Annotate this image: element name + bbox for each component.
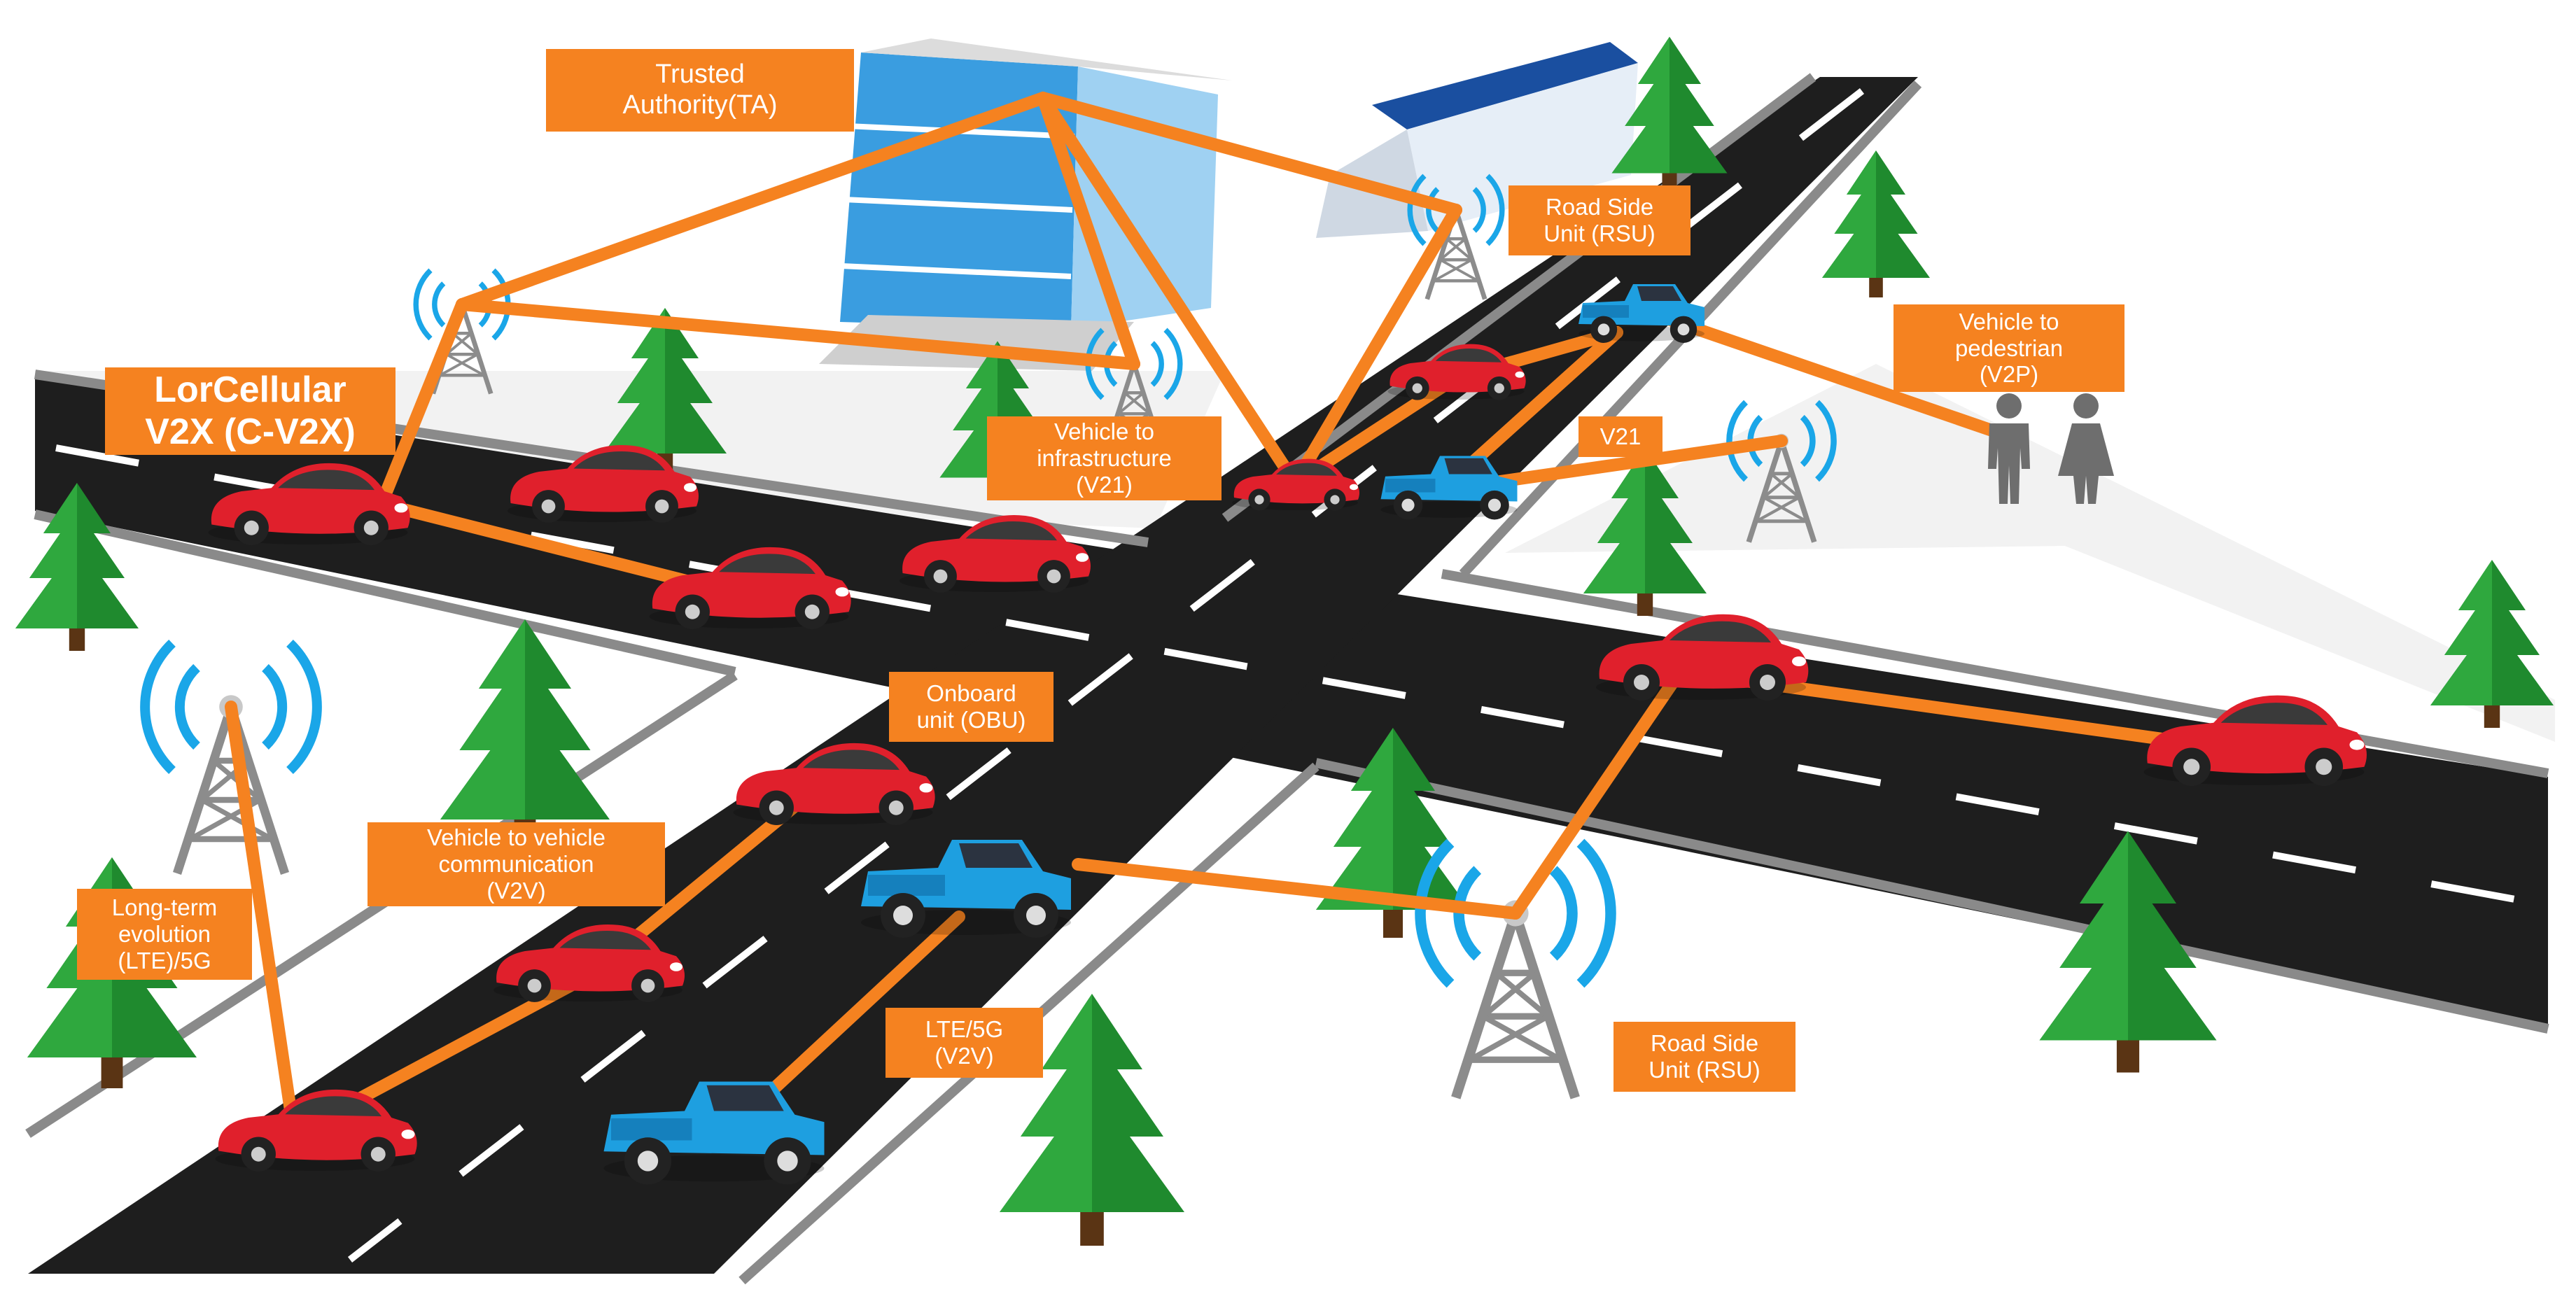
label-line: Authority(TA) [622, 90, 778, 120]
label-line: V21 [1600, 423, 1642, 450]
label-line: pedestrian [1954, 335, 2064, 361]
label-line: Unit (RSU) [1648, 1057, 1760, 1083]
label-line: Road Side [1545, 194, 1654, 220]
label-line: Unit (RSU) [1544, 220, 1656, 246]
label-lte: Long-term evolution (LTE)/5G [77, 889, 252, 980]
label-line: communication [438, 851, 594, 878]
label-trusted-authority: Trusted Authority(TA) [546, 49, 854, 132]
label-obu: Onboard unit (OBU) [889, 672, 1054, 742]
tower-icon [145, 643, 317, 873]
label-line: Onboard [926, 680, 1016, 707]
label-line: (LTE)/5G [118, 947, 211, 973]
label-line: (V2V) [486, 877, 546, 903]
car-icon [1596, 614, 1809, 701]
label-v2p: Vehicle to pedestrian (V2P) [1893, 304, 2124, 392]
label-line: (V2V) [934, 1043, 994, 1069]
label-line: Trusted [655, 59, 745, 90]
label-v21: V21 [1578, 416, 1662, 457]
label-rsu-bottom: Road Side Unit (RSU) [1614, 1022, 1795, 1092]
label-line: Vehicle to [1054, 419, 1155, 445]
label-v2v-communication: Vehicle to vehicle communication (V2V) [368, 822, 665, 906]
label-line: LorCellular [154, 369, 346, 410]
tree-icon [2430, 560, 2554, 728]
label-line: V2X (C-V2X) [145, 411, 356, 452]
label-c-v2x: LorCellular V2X (C-V2X) [105, 367, 396, 455]
label-line: unit (OBU) [916, 707, 1026, 733]
label-line: Vehicle to [1959, 308, 2059, 335]
label-line: LTE/5G [925, 1016, 1004, 1043]
label-line: (V2P) [1979, 361, 2039, 388]
sidewalk-right [1505, 364, 2555, 742]
label-line: Road Side [1650, 1030, 1759, 1057]
label-line: (V21) [1076, 471, 1133, 498]
label-lte-v2v: LTE/5G (V2V) [886, 1008, 1043, 1078]
tree-icon [440, 619, 610, 850]
label-line: evolution [118, 921, 211, 948]
label-rsu-top: Road Side Unit (RSU) [1508, 185, 1690, 255]
label-line: Vehicle to vehicle [427, 824, 606, 851]
road-network [25, 73, 2549, 1285]
label-line: infrastructure [1037, 445, 1172, 472]
label-v2i: Vehicle to infrastructure (V21) [987, 416, 1222, 500]
office-building-icon [819, 38, 1232, 371]
label-line: Long-term [111, 894, 218, 921]
